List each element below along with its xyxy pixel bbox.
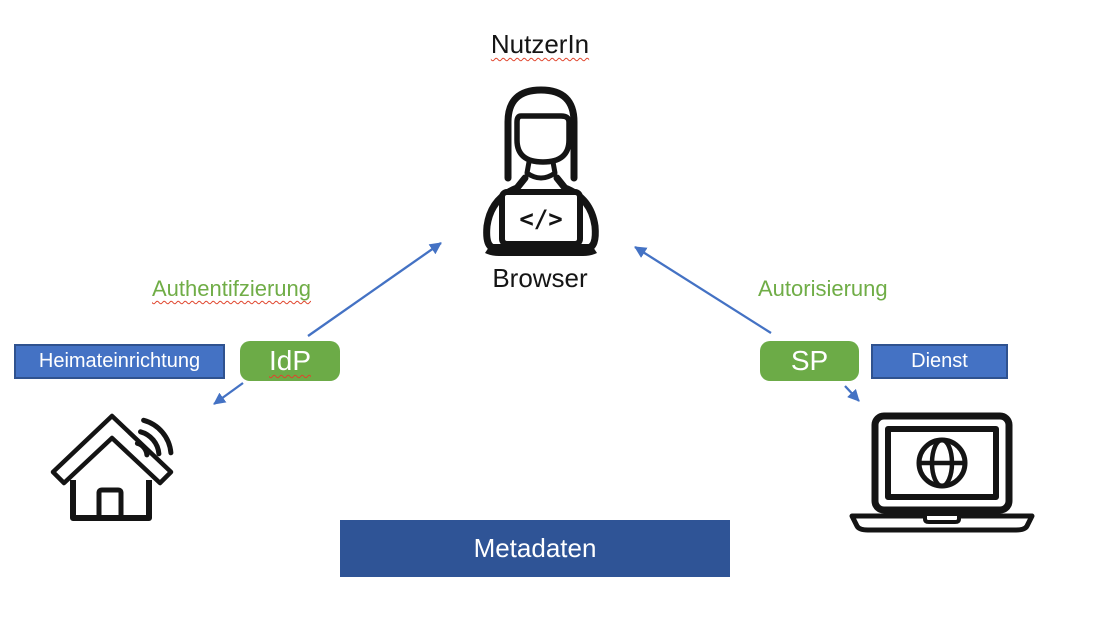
authorization-flow-label: Autorisierung — [758, 276, 888, 301]
svg-text:</>: </> — [519, 205, 562, 233]
arrow-idp-to-browser — [307, 242, 442, 337]
nutzerin-label: NutzerIn — [490, 29, 590, 59]
idp-label: IdP — [268, 345, 312, 376]
authentication-flow-label: Authentifzierung — [152, 276, 311, 301]
arrow-sp-to-service — [844, 385, 860, 402]
idp-box: IdP — [240, 341, 340, 381]
heimateinrichtung-box: Heimateinrichtung — [14, 344, 225, 379]
sp-label: SP — [790, 345, 829, 376]
dienst-label: Dienst — [911, 350, 968, 372]
metadaten-label: Metadaten — [473, 533, 597, 563]
sp-box: SP — [760, 341, 859, 381]
woman-with-laptop-icon: </> — [483, 86, 599, 256]
arrow-sp-to-browser — [634, 246, 772, 334]
house-wifi-icon — [50, 413, 174, 521]
arrow-idp-to-home — [213, 382, 244, 405]
laptop-globe-icon — [849, 412, 1035, 533]
browser-label: Browser — [492, 263, 588, 293]
heimateinrichtung-label: Heimateinrichtung — [38, 350, 201, 372]
metadaten-box: Metadaten — [340, 520, 730, 577]
dienst-box: Dienst — [871, 344, 1008, 379]
